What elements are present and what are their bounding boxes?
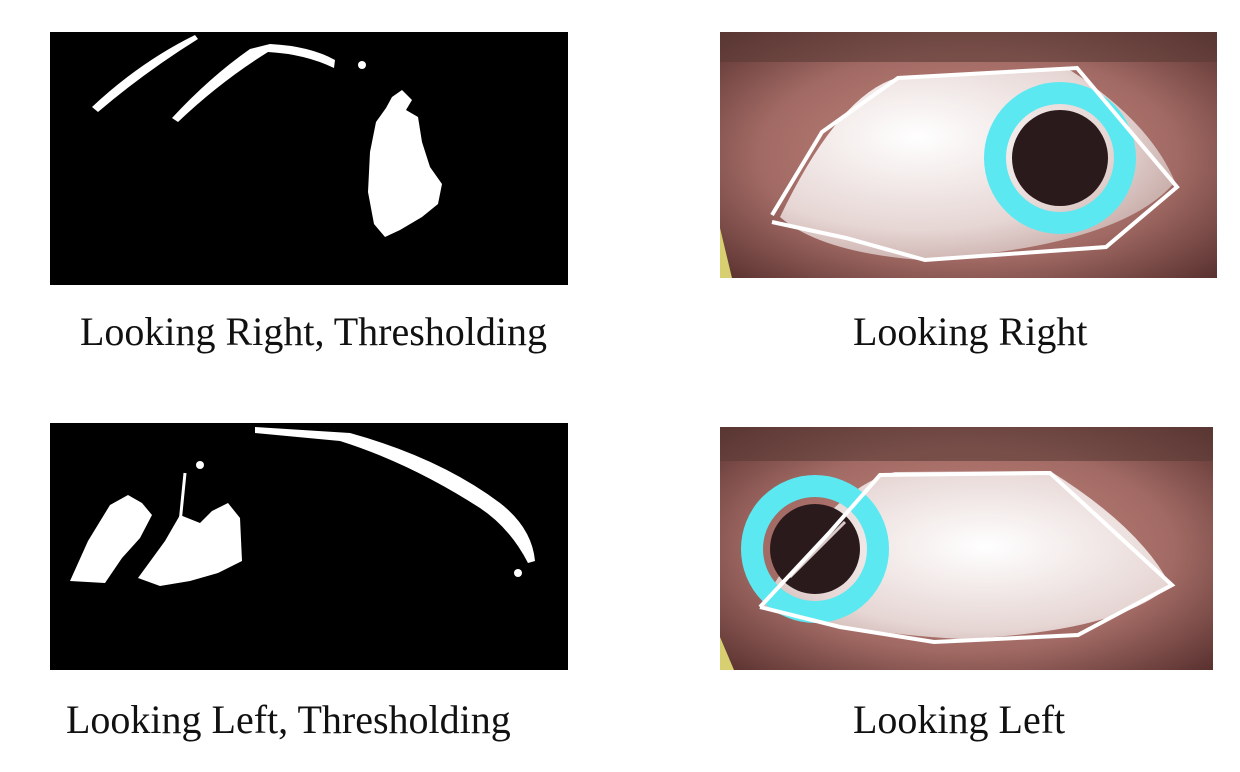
blob-dot bbox=[358, 61, 366, 69]
blob-pupil bbox=[368, 90, 442, 237]
blob-pupil-right bbox=[138, 503, 242, 586]
pupil bbox=[1012, 110, 1108, 206]
iris-marker bbox=[984, 82, 1136, 234]
caption-looking-left-thresholding: Looking Left, Thresholding bbox=[66, 697, 511, 742]
caption-looking-right-thresholding: Looking Right, Thresholding bbox=[80, 309, 548, 354]
threshold-image-looking-right bbox=[50, 32, 568, 285]
blob-dot-bottom bbox=[514, 569, 522, 577]
threshold-image-looking-left bbox=[50, 423, 568, 670]
blob-pupil-left bbox=[70, 495, 152, 583]
eye-outline bbox=[758, 470, 1176, 645]
iris-marker bbox=[741, 475, 889, 623]
blob-arc bbox=[255, 427, 535, 563]
caption-looking-left: Looking Left bbox=[853, 697, 1066, 742]
eye-outline bbox=[770, 65, 1180, 263]
blob-stroke-upper-left bbox=[92, 35, 198, 112]
eye-image-looking-right bbox=[720, 32, 1217, 278]
blob-dot-small bbox=[196, 461, 204, 469]
blob-stroke-arc bbox=[172, 44, 335, 122]
eye-image-looking-left bbox=[720, 427, 1213, 670]
caption-looking-right: Looking Right bbox=[853, 309, 1088, 354]
blob-thin-line bbox=[178, 472, 187, 524]
